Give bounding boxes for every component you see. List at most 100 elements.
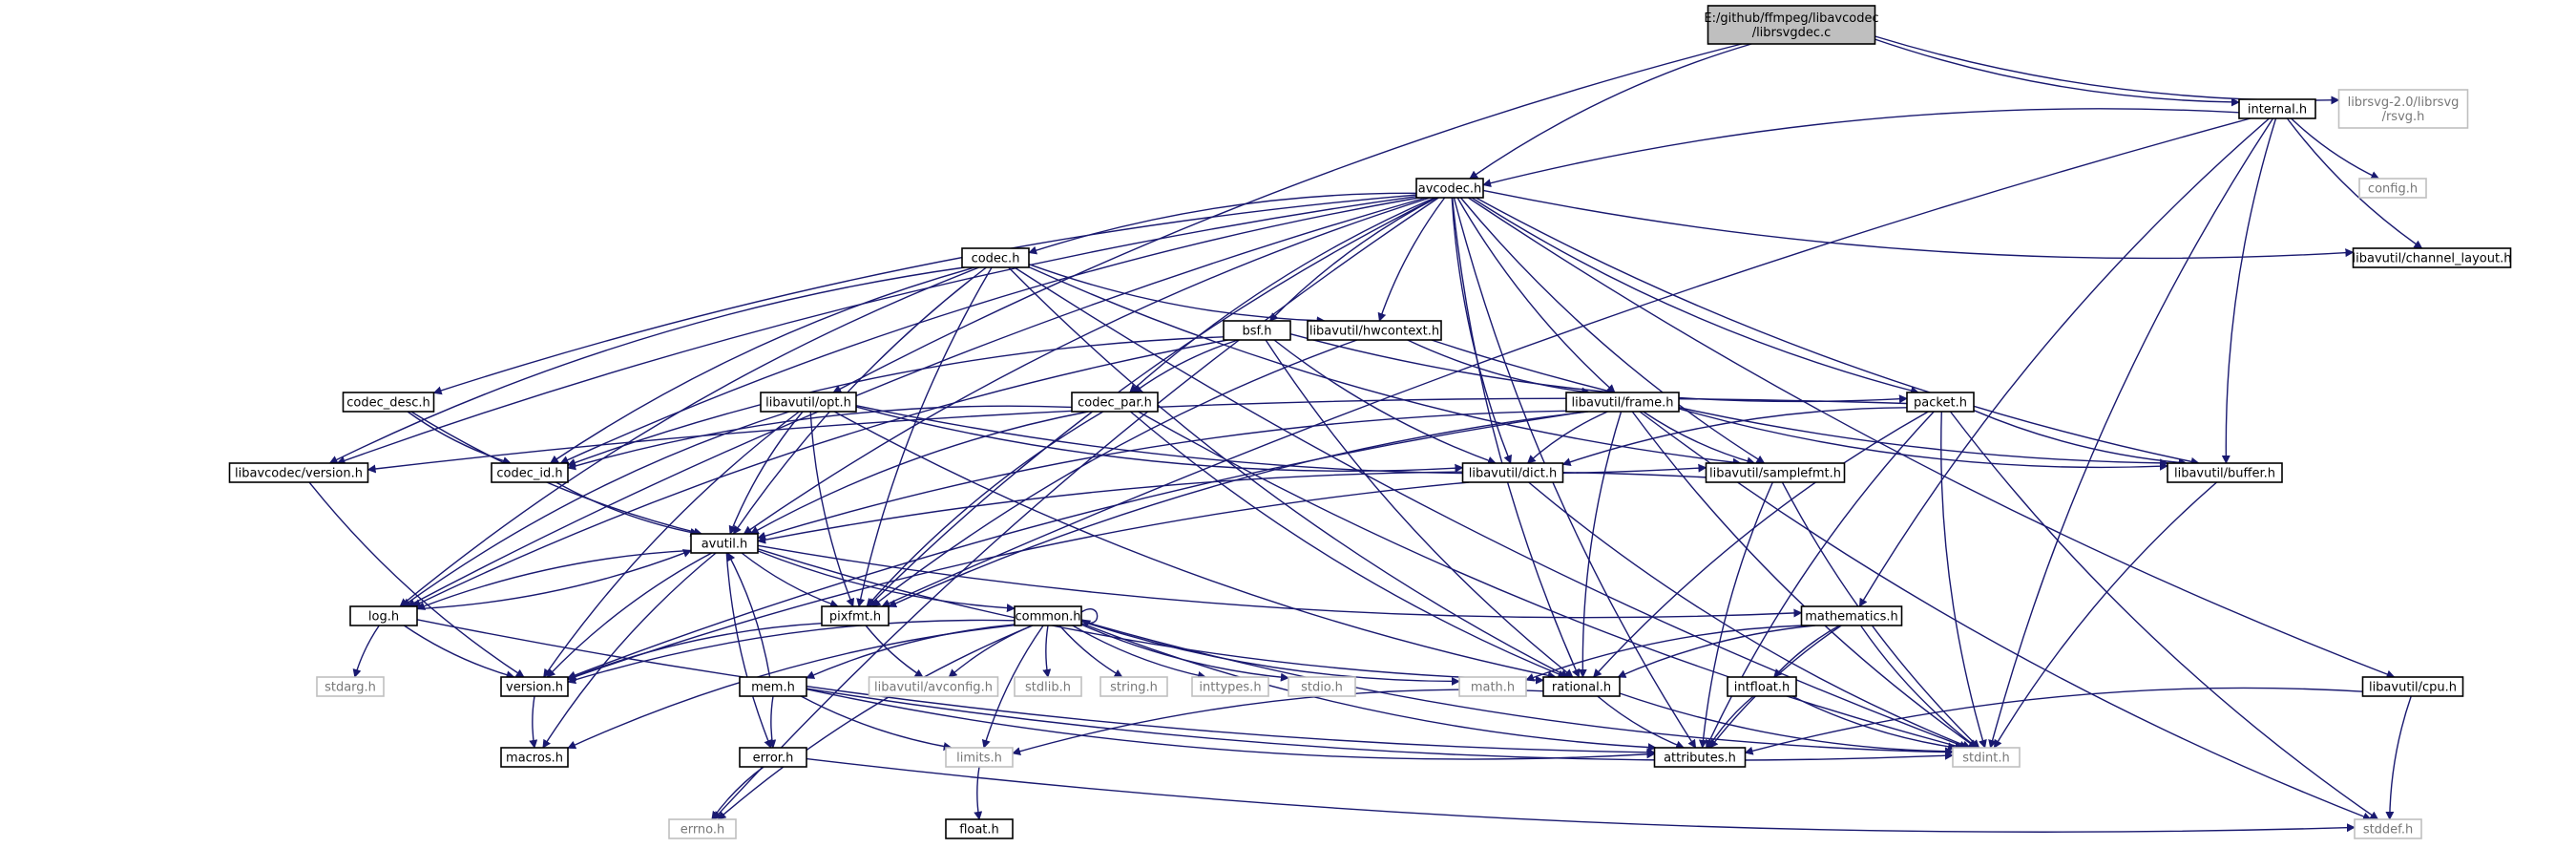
node-version[interactable]: version.h <box>500 676 569 697</box>
edge-avcodec-to-errno <box>713 197 1439 820</box>
edge-avutil-to-mathematics <box>757 544 1803 619</box>
node-box <box>2361 676 2464 697</box>
edge-codec_par-to-pixfmt <box>866 411 1104 607</box>
edge-lavc_version-to-version <box>308 481 525 678</box>
node-packet[interactable]: packet.h <box>1906 392 1975 413</box>
node-intfloat[interactable]: intfloat.h <box>1727 676 1797 697</box>
edge-avcodec-to-packet <box>1471 197 1919 395</box>
node-bsf[interactable]: bsf.h <box>1223 320 1291 341</box>
node-codec_desc[interactable]: codec_desc.h <box>342 392 435 413</box>
edge-avutil-to-rational <box>757 548 1544 685</box>
node-avutil[interactable]: avutil.h <box>690 533 759 554</box>
node-root[interactable]: E:/github/ffmpeg/libavcodec/librsvgdec.c <box>1704 5 1879 45</box>
node-box <box>1705 462 1846 483</box>
node-label: inttypes.h <box>1199 681 1261 695</box>
node-lavc_version[interactable]: libavcodec/version.h <box>228 462 369 483</box>
node-config: config.h <box>2358 178 2427 199</box>
node-label: /rsvg.h <box>2382 110 2425 124</box>
node-dict[interactable]: libavutil/dict.h <box>1461 462 1564 483</box>
node-label: /librsvgdec.c <box>1752 26 1832 40</box>
node-attributes[interactable]: attributes.h <box>1653 747 1747 768</box>
node-box <box>1415 178 1484 199</box>
node-channel_layout[interactable]: libavutil/channel_layout.h <box>2353 247 2512 268</box>
node-label: codec_desc.h <box>346 396 430 411</box>
node-box <box>349 605 418 626</box>
node-box <box>739 676 807 697</box>
edge-internal-to-config <box>2291 117 2380 180</box>
node-string: string.h <box>1100 676 1168 697</box>
edge-common-to-stdlib <box>1042 625 1052 678</box>
edge-packet-to-stdint <box>1940 411 1987 749</box>
node-hwcontext[interactable]: libavutil/hwcontext.h <box>1307 320 1442 341</box>
node-mem[interactable]: mem.h <box>739 676 807 697</box>
node-codec_id[interactable]: codec_id.h <box>491 462 569 483</box>
node-box <box>2238 98 2316 119</box>
edge-codec-to-avutil <box>732 266 987 535</box>
edge-limits-to-float <box>974 766 983 820</box>
edge-rational-to-stdint <box>1619 692 1954 756</box>
edge-opt-to-log <box>402 411 790 607</box>
node-pixfmt[interactable]: pixfmt.h <box>821 605 890 626</box>
node-buffer[interactable]: libavutil/buffer.h <box>2167 462 2283 483</box>
edge-common-to-string <box>1058 625 1123 678</box>
node-samplefmt[interactable]: libavutil/samplefmt.h <box>1705 462 1846 483</box>
node-label: errno.h <box>681 823 725 837</box>
edge-cpu-to-stddef <box>2385 695 2412 820</box>
node-limits: limits.h <box>945 747 1014 768</box>
node-float[interactable]: float.h <box>945 818 1014 839</box>
node-avcodec[interactable]: avcodec.h <box>1415 178 1484 199</box>
node-label: pixfmt.h <box>829 610 881 625</box>
node-label: limits.h <box>956 752 1002 766</box>
node-opt[interactable]: libavutil/opt.h <box>760 392 857 413</box>
node-box <box>1653 747 1747 768</box>
edge-opt-to-avutil <box>728 411 804 535</box>
edge-internal-to-avcodec <box>1482 108 2240 188</box>
edge-samplefmt-to-attributes <box>1698 481 1773 749</box>
edge-avcodec-to-channel_layout <box>1482 189 2355 260</box>
node-box <box>1565 392 1680 413</box>
edge-root-to-avcodec <box>1469 43 1752 180</box>
edge-frame-to-samplefmt <box>1643 411 1756 466</box>
edge-common-to-errno <box>717 625 1034 820</box>
node-codec_par[interactable]: codec_par.h <box>1071 392 1159 413</box>
edge-packet-to-rational <box>1593 411 1929 678</box>
node-box <box>1952 747 2021 768</box>
edge-avcodec-to-frame <box>1456 197 1616 393</box>
node-mathematics[interactable]: mathematics.h <box>1800 605 1903 626</box>
node-macros[interactable]: macros.h <box>500 747 569 768</box>
edges-layer <box>308 35 2423 833</box>
node-common[interactable]: common.h <box>1014 605 1082 626</box>
node-label: config.h <box>2368 182 2418 197</box>
edge-avcodec-to-lavc_version <box>336 195 1417 465</box>
edge-internal-to-channel_layout <box>2286 117 2423 249</box>
edge-internal-to-stdint <box>1988 117 2274 749</box>
edge-common-to-limits <box>981 625 1044 749</box>
edge-avcodec-to-codec_par <box>1128 197 1435 393</box>
node-log[interactable]: log.h <box>349 605 418 626</box>
node-box <box>1223 320 1291 341</box>
node-box <box>228 462 369 483</box>
node-rational[interactable]: rational.h <box>1542 676 1621 697</box>
node-box <box>1307 320 1442 341</box>
node-stdint: stdint.h <box>1952 747 2021 768</box>
node-internal[interactable]: internal.h <box>2238 98 2316 119</box>
edge-opt-to-version <box>543 411 800 678</box>
edge-avcodec-to-pixfmt <box>868 197 1437 607</box>
edge-frame-to-dict <box>1526 411 1608 464</box>
edge-avcodec-to-codec_desc <box>432 194 1417 395</box>
node-codec[interactable]: codec.h <box>961 247 1030 268</box>
edge-common-to-common <box>1080 608 1099 628</box>
node-cpu[interactable]: libavutil/cpu.h <box>2361 676 2464 697</box>
edge-root-to-rsvg <box>1874 35 2340 105</box>
node-box <box>668 818 737 839</box>
nodes-layer: E:/github/ffmpeg/libavcodec/librsvgdec.c… <box>228 5 2512 839</box>
node-box <box>945 818 1014 839</box>
node-error[interactable]: error.h <box>739 747 807 768</box>
node-frame[interactable]: libavutil/frame.h <box>1565 392 1680 413</box>
edge-frame-to-avutil <box>757 410 1567 541</box>
edge-bsf-to-codec_id <box>567 336 1225 467</box>
edge-avcodec-to-rational <box>1451 197 1581 678</box>
node-label: packet.h <box>1914 396 1967 411</box>
node-box <box>1071 392 1159 413</box>
